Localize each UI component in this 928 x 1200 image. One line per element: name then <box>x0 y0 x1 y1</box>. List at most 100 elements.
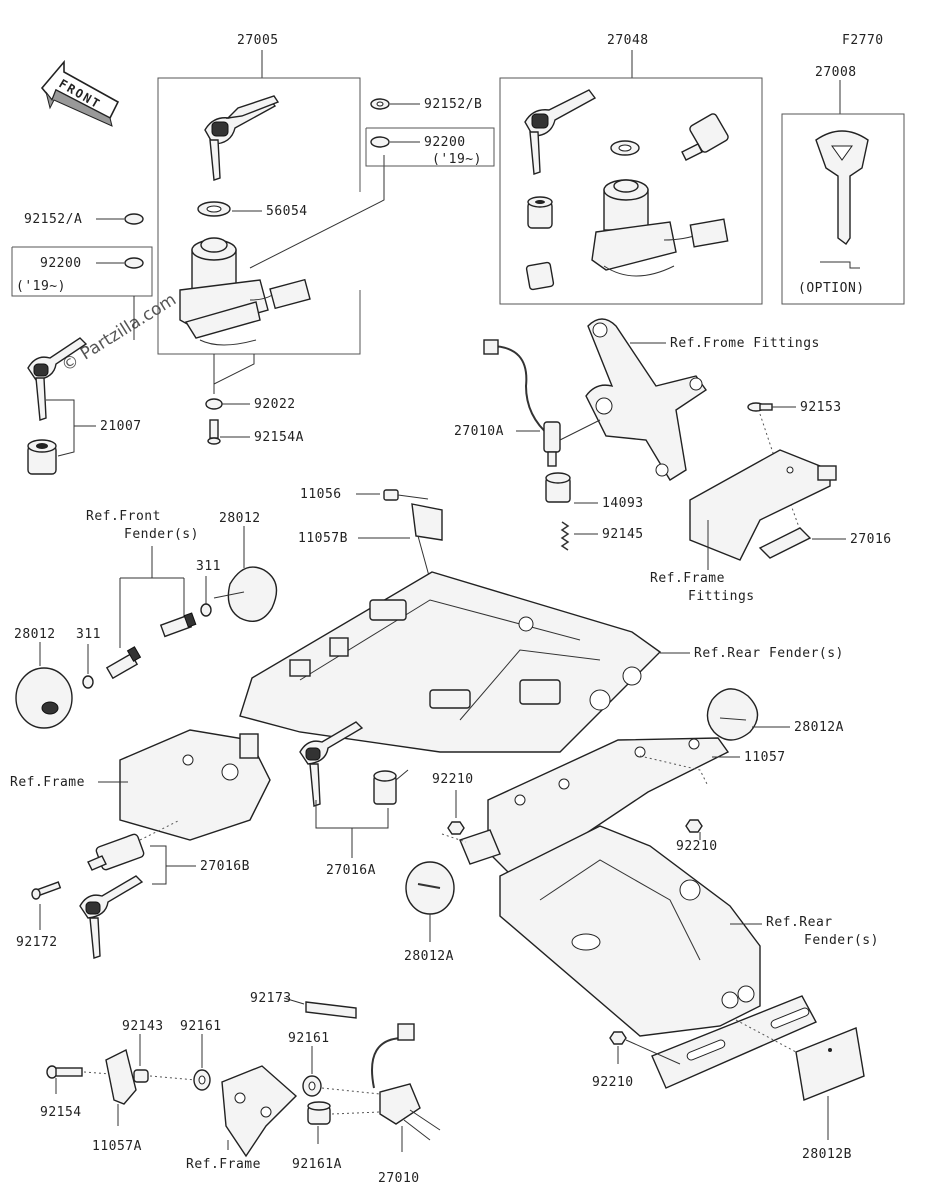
bolt-front-left <box>105 646 142 680</box>
label-92210-bottom: 92210 <box>592 1075 634 1090</box>
screw-92154 <box>46 1065 83 1079</box>
washer-92152a <box>124 213 144 225</box>
label-14093: 14093 <box>602 496 644 511</box>
ref-frame-fittings-2: Fittings <box>688 589 755 604</box>
grommet-28012-right <box>213 566 278 622</box>
label-92200-left: 92200 <box>40 256 82 271</box>
nut-311-top <box>200 603 212 617</box>
label-27005: 27005 <box>237 33 279 48</box>
key-27016a <box>299 721 364 807</box>
label-27008: 27008 <box>815 65 857 80</box>
label-92161-right: 92161 <box>288 1031 330 1046</box>
label-92143: 92143 <box>122 1019 164 1034</box>
label-11057b: 11057B <box>298 531 348 546</box>
label-28012b: 28012B <box>802 1147 852 1162</box>
grommet-28012-left <box>15 667 73 729</box>
lock-27016b <box>87 833 145 871</box>
seat-lock-27048 <box>525 261 555 291</box>
group-27005: 27005 <box>157 33 385 394</box>
switch-27010 <box>371 1023 441 1141</box>
label-92173: 92173 <box>250 991 292 1006</box>
bolt-front-right <box>159 612 197 638</box>
label-21007: 21007 <box>100 419 142 434</box>
label-27010a: 27010A <box>454 424 504 439</box>
label-28012-left: 28012 <box>14 627 56 642</box>
ref-rear-fender-lower-1: Ref.Rear <box>766 915 833 930</box>
screw-92154a <box>207 419 221 445</box>
label-92161-left: 92161 <box>180 1019 222 1034</box>
bracket-11057a <box>105 1048 137 1105</box>
collar-92143 <box>133 1069 149 1083</box>
ref-front-fender-1: Ref.Front <box>86 509 161 524</box>
grommet-92161a <box>307 1101 331 1125</box>
label-92161a: 92161A <box>292 1157 342 1172</box>
key-blank-27048 <box>681 113 729 161</box>
bracket-27016 <box>689 449 837 561</box>
figure-code: F2770 <box>842 33 884 48</box>
label-92172: 92172 <box>16 935 58 950</box>
frame-left <box>119 729 271 841</box>
reflector-28012b <box>795 1027 865 1101</box>
label-28012a-left: 28012A <box>404 949 454 964</box>
label-311-left: 311 <box>76 627 101 642</box>
label-27010: 27010 <box>378 1171 420 1186</box>
watermark: © Partzilla.com <box>58 290 180 376</box>
ignition-key-icon <box>204 95 280 181</box>
label-27016a: 27016A <box>326 863 376 878</box>
nut-92210-bottom <box>609 1031 627 1045</box>
label-92210-right: 92210 <box>676 839 718 854</box>
key-27016b <box>79 875 144 959</box>
label-92154a: 92154A <box>254 430 304 445</box>
ref-front-fender-2: Fender(s) <box>124 527 199 542</box>
label-92152b: 92152/B <box>424 97 482 112</box>
label-11057: 11057 <box>744 750 786 765</box>
year-note-top: ('19~) <box>432 152 482 167</box>
label-92153: 92153 <box>800 400 842 415</box>
frame-fittings-bracket <box>585 318 707 481</box>
label-56054: 56054 <box>266 204 308 219</box>
lock-cylinder-21007 <box>27 439 57 475</box>
label-27016b: 27016B <box>200 859 250 874</box>
ref-frome-fittings: Ref.Frome Fittings <box>670 336 820 351</box>
washer-92200-left <box>124 257 144 269</box>
label-92210-left: 92210 <box>432 772 474 787</box>
grommet-92161-left <box>193 1069 211 1091</box>
front-arrow-icon: FRONT <box>40 59 120 127</box>
year-note-left: ('19~) <box>16 279 66 294</box>
license-bracket-11057 <box>459 737 730 883</box>
ignition-key-27048-icon <box>524 89 597 175</box>
label-311-top: 311 <box>196 559 221 574</box>
key-21007 <box>27 337 88 421</box>
label-11057a: 11057A <box>92 1139 142 1154</box>
screw-92153 <box>747 402 773 412</box>
grommet-28012a-right <box>706 688 759 741</box>
group-27008: 27008 (OPTION) <box>781 65 905 305</box>
plate-92173 <box>305 1001 357 1019</box>
nut-92210-left <box>447 821 465 835</box>
label-92152a: 92152/A <box>24 212 82 227</box>
label-92154: 92154 <box>40 1105 82 1120</box>
label-92145: 92145 <box>602 527 644 542</box>
label-28012-top: 28012 <box>219 511 261 526</box>
key-27008-icon <box>815 130 869 246</box>
lock-27016a <box>373 769 409 805</box>
label-11056: 11056 <box>300 487 342 502</box>
ignition-switch-icon <box>179 237 311 346</box>
label-27048: 27048 <box>607 33 649 48</box>
clip-11056 <box>383 489 429 501</box>
ref-frame-left: Ref.Frame <box>10 775 85 790</box>
label-92200-top: 92200 <box>424 135 466 150</box>
washer-92152b <box>370 98 390 110</box>
screw-92172 <box>31 881 62 900</box>
frame-bottom <box>221 1065 298 1158</box>
nut-92210-right <box>685 819 703 833</box>
lock-27048 <box>527 196 553 229</box>
ref-frame-fittings-1: Ref.Frame <box>650 571 725 586</box>
sensor-27010a <box>483 339 561 467</box>
ref-rear-fender-lower-2: Fender(s) <box>804 933 879 948</box>
label-92022: 92022 <box>254 397 296 412</box>
ref-rear-fender-upper: Ref.Rear Fender(s) <box>694 646 844 661</box>
cap-14093 <box>545 472 571 503</box>
spring-92145 <box>560 521 570 551</box>
